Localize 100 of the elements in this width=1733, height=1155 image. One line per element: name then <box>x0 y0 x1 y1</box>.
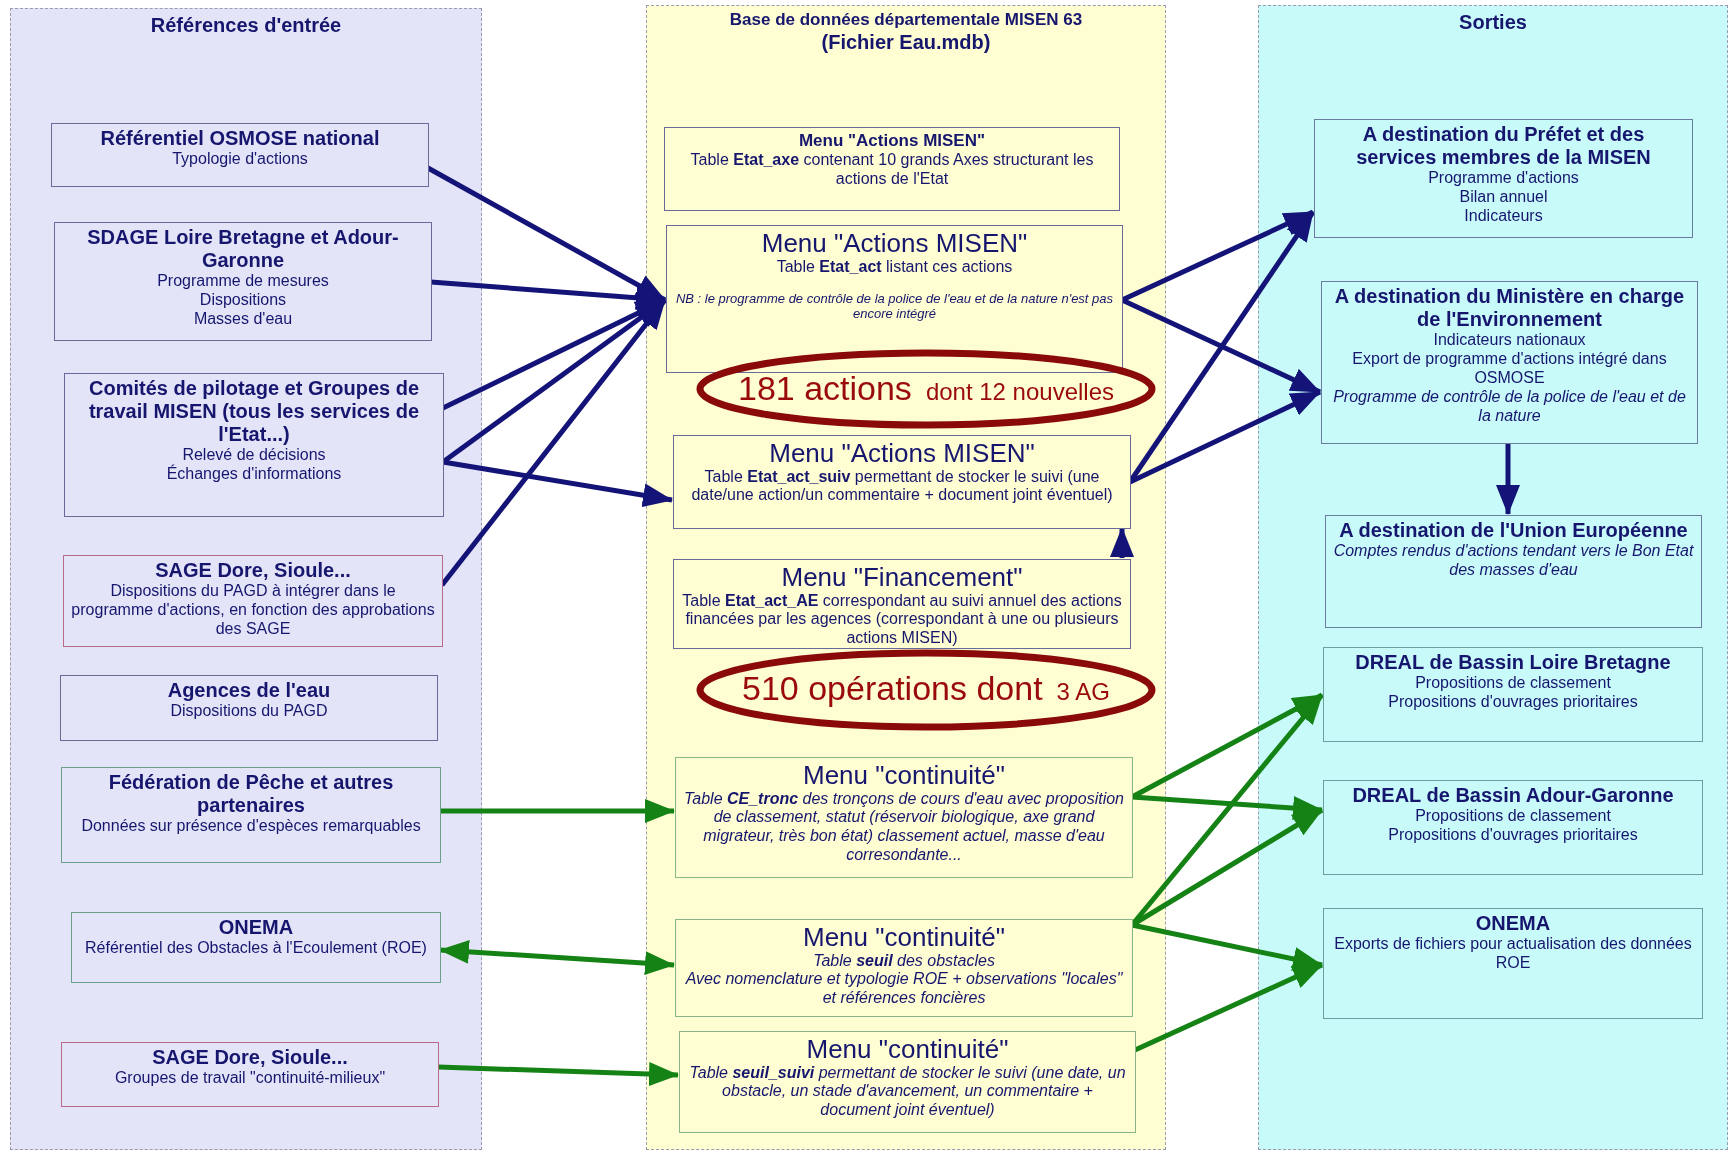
box-text: Propositions de classement <box>1415 807 1611 826</box>
arrow <box>440 799 675 823</box>
count-text: dont 12 nouvelles <box>925 378 1115 406</box>
process-box <box>71 912 441 983</box>
box-text: Typologie d'actions <box>172 150 308 169</box>
count-text: 3 AG <box>1056 678 1110 706</box>
box-text: Bilan annuel <box>1459 187 1548 207</box>
column-panel <box>646 5 1166 1150</box>
box-text: Échanges d'informations <box>166 464 342 484</box>
box-text: Table Etat_act_AE correspondant au suivi annuel des actions financées par les agences (correspondant à une ou plusieurs actions MISEN) <box>681 591 1123 649</box>
arrow <box>1110 527 1134 558</box>
highlight-ellipse <box>696 649 1156 731</box>
box-text: Exports de fichiers pour actualisation des données ROE <box>1333 935 1693 973</box>
process-box <box>51 123 429 187</box>
process-box <box>1323 647 1703 742</box>
arrow <box>1133 962 1324 1053</box>
box-title: Menu "continuité" <box>803 923 1005 952</box>
arrow <box>1128 389 1322 485</box>
count-text: 510 opérations dont <box>742 669 1043 708</box>
column-panel <box>10 8 482 1150</box>
box-text: Table seuil_suivi permettant de stocker le suivi (une date, un obstacle, un stade d'avancement, un commentaire + document joint éventuel) <box>688 1063 1127 1121</box>
process-box <box>664 127 1120 211</box>
process-box <box>54 222 432 341</box>
box-title: Référentiel OSMOSE national <box>100 127 380 150</box>
arrow <box>437 1062 679 1087</box>
box-text: Table CE_tronc des tronçons de cours d'eau avec proposition de classement, statut (réservoir biologique, axe grand migrateur, très bon état) classement actuel, masse d'eau corresondante... <box>682 789 1125 866</box>
box-text: Propositions d'ouvrages prioritaires <box>1388 692 1638 712</box>
process-box <box>61 767 441 863</box>
arrow <box>442 459 673 508</box>
process-box <box>675 919 1133 1017</box>
column-heading: Références d'entrée <box>150 13 342 37</box>
process-box <box>64 373 444 517</box>
box-title: Menu "Financement" <box>781 563 1023 592</box>
box-text: Export de programme d'actions intégré dans OSMOSE <box>1351 349 1668 388</box>
process-box <box>1321 281 1698 444</box>
box-title: A destination du Ministère en charge de l'Environnement <box>1333 285 1686 331</box>
box-title: A destination de l'Union Européenne <box>1339 519 1688 542</box>
box-text: Groupes de travail "continuité-milieux" <box>114 1069 386 1088</box>
note-text: NB : le programme de contrôle de la police de l'eau et de la nature n'est pas encore intégré <box>674 292 1115 323</box>
box-title: Menu "Actions MISEN" <box>798 131 986 152</box>
arrow <box>440 298 667 587</box>
box-text: Référentiel des Obstacles à l'Ecoulement (ROE) <box>85 939 427 958</box>
box-title: SAGE Dore, Sioule... <box>155 559 351 582</box>
box-title: DREAL de Bassin Loire Bretagne <box>1355 651 1671 674</box>
box-title: Fédération de Pêche et autres partenaires <box>107 771 395 817</box>
process-box <box>1323 780 1703 875</box>
box-text: Dispositions <box>199 290 287 310</box>
box-text: Avec nomenclature et typologie ROE + observations "locales" et références foncières <box>684 970 1124 1009</box>
box-text: Propositions d'ouvrages prioritaires <box>1388 825 1638 845</box>
highlight-ellipse <box>696 349 1156 429</box>
process-box <box>1325 515 1702 628</box>
column-heading: Sorties <box>1459 10 1527 34</box>
arrow <box>1131 922 1323 971</box>
box-title: Agences de l'eau <box>167 679 331 702</box>
box-text: Table Etat_act listant ces actions <box>776 257 1013 277</box>
box-text: Données sur présence d'espèces remarquables <box>81 817 421 836</box>
column-panel <box>1258 5 1728 1150</box>
box-text: Masses d'eau <box>193 309 293 329</box>
box-text: Programme de contrôle de la police de l'eau et de la nature <box>1332 387 1687 426</box>
arrow <box>1131 794 1323 820</box>
arrow <box>430 279 666 310</box>
box-title: Menu "continuité" <box>803 761 1005 790</box>
arrow <box>1496 443 1520 515</box>
box-text: Indicateurs <box>1464 206 1543 226</box>
process-box <box>673 559 1131 649</box>
box-text: Indicateurs nationaux <box>1433 331 1586 350</box>
arrow <box>439 939 675 976</box>
box-text: Table Etat_axe contenant 10 grands Axes structurant les actions de l'Etat <box>689 151 1095 190</box>
process-box <box>673 435 1131 529</box>
box-title: ONEMA <box>218 916 294 939</box>
column-heading: (Fichier Eau.mdb) <box>821 30 991 55</box>
box-title: A destination du Préfet et des services membres de la MISEN <box>1355 123 1652 169</box>
box-text: Propositions de classement <box>1415 674 1611 693</box>
box-text: Programme d'actions <box>1428 169 1579 188</box>
process-box <box>666 225 1123 373</box>
box-text: Dispositions du PAGD à intégrer dans le programme d'actions, en fonction des approbations des SAGE <box>70 582 436 639</box>
arrow <box>1120 297 1322 395</box>
count-text: 181 actions <box>737 369 912 408</box>
box-title: Menu "Actions MISEN" <box>761 229 1028 258</box>
column-heading: Base de données départementale MISEN 63 <box>729 10 1083 31</box>
process-box <box>675 757 1133 878</box>
box-title: Menu "continuité" <box>806 1035 1009 1064</box>
box-text: Table seuil des obstacles <box>813 951 995 971</box>
box-text: Relevé de décisions <box>182 446 326 464</box>
box-title: SAGE Dore, Sioule... <box>152 1046 348 1069</box>
process-box <box>679 1031 1136 1133</box>
box-text: Table Etat_act_suiv permettant de stocker le suivi (une date/une action/un commentaire + document joint éventuel) <box>690 467 1114 506</box>
box-title: DREAL de Bassin Adour-Garonne <box>1352 784 1674 807</box>
arrow <box>1120 209 1315 303</box>
process-box <box>1314 119 1693 238</box>
process-box <box>61 1042 439 1107</box>
process-box <box>1323 908 1703 1019</box>
process-box <box>63 555 443 647</box>
box-title: Comités de pilotage et Groupes de travail MISEN (tous les services de l'Etat...) <box>87 377 421 446</box>
box-text: Comptes rendus d'actions tendant vers le Bon Etat des masses d'eau <box>1332 542 1695 580</box>
box-title: SDAGE Loire Bretagne et Adour-Garonne <box>86 226 400 272</box>
box-title: Menu "Actions MISEN" <box>769 439 1035 468</box>
process-box <box>60 675 438 741</box>
box-text: Programme de mesures <box>157 272 329 291</box>
box-title: ONEMA <box>1475 912 1551 935</box>
